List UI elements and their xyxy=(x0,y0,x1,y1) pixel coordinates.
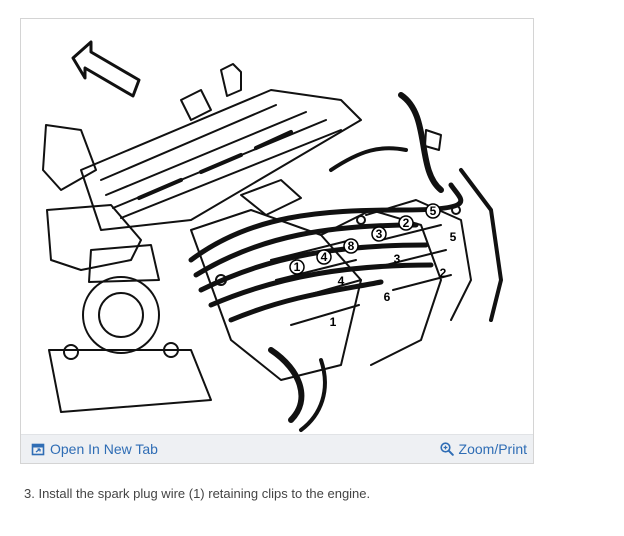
open-in-new-tab-label: Open In New Tab xyxy=(50,441,158,457)
zoom-print-link[interactable]: Zoom/Print xyxy=(439,441,527,457)
step-caption: 3. Install the spark plug wire (1) retai… xyxy=(24,486,371,501)
diagram-label: 5 xyxy=(430,204,437,218)
diagram-label: 2 xyxy=(440,266,447,280)
zoom-icon xyxy=(439,442,454,456)
diagram-label: 8 xyxy=(348,239,355,253)
open-in-new-tab-link[interactable]: Open In New Tab xyxy=(31,441,158,457)
diagram-label: 3 xyxy=(376,227,383,241)
diagram-label: 2 xyxy=(403,216,410,230)
direction-arrow-icon xyxy=(71,40,141,98)
diagram-label: 1 xyxy=(294,260,301,274)
figure-toolbar: Open In New Tab Zoom/Print xyxy=(21,434,533,463)
zoom-print-label: Zoom/Print xyxy=(458,441,527,457)
open-new-tab-icon xyxy=(31,443,45,456)
engine-diagram: 5 2 8 3 4 1 5 3 6 2 4 1 xyxy=(42,40,503,432)
diagram-label: 6 xyxy=(384,290,391,304)
diagram-label: 1 xyxy=(330,315,337,329)
diagram-label: 5 xyxy=(450,230,457,244)
diagram-label: 3 xyxy=(394,252,401,266)
diagram-label: 4 xyxy=(338,274,345,288)
diagram-label: 4 xyxy=(321,250,328,264)
